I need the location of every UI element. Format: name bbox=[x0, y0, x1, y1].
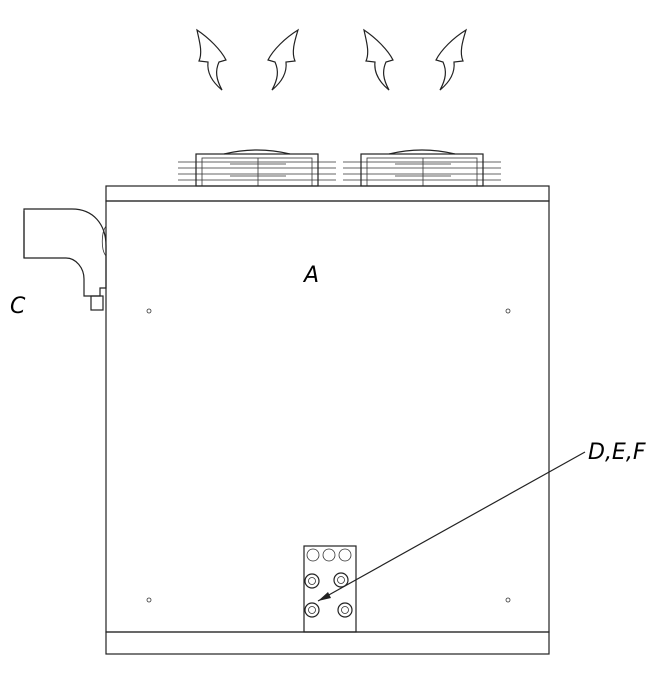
cabinet-base bbox=[105, 631, 550, 655]
airflow-arrow-1 bbox=[196, 28, 227, 91]
fan-right bbox=[343, 149, 501, 187]
screw bbox=[146, 308, 152, 314]
airflow-arrow-3 bbox=[363, 28, 394, 91]
cabinet bbox=[105, 185, 550, 655]
leader-line-def bbox=[317, 451, 586, 602]
screw bbox=[505, 308, 511, 314]
label-unit: A bbox=[302, 263, 319, 288]
screw bbox=[505, 597, 511, 603]
connection-plate bbox=[303, 545, 357, 633]
airflow-arrows bbox=[196, 28, 468, 91]
side-duct bbox=[23, 208, 107, 311]
cabinet-top-panel bbox=[105, 185, 550, 202]
label-duct: C bbox=[10, 294, 26, 319]
airflow-arrow-2 bbox=[267, 28, 300, 91]
screw bbox=[146, 597, 152, 603]
fan-left bbox=[178, 149, 336, 187]
cabinet-body bbox=[105, 200, 550, 633]
airflow-arrow-4 bbox=[435, 28, 468, 91]
label-connections: D,E,F bbox=[588, 440, 646, 465]
